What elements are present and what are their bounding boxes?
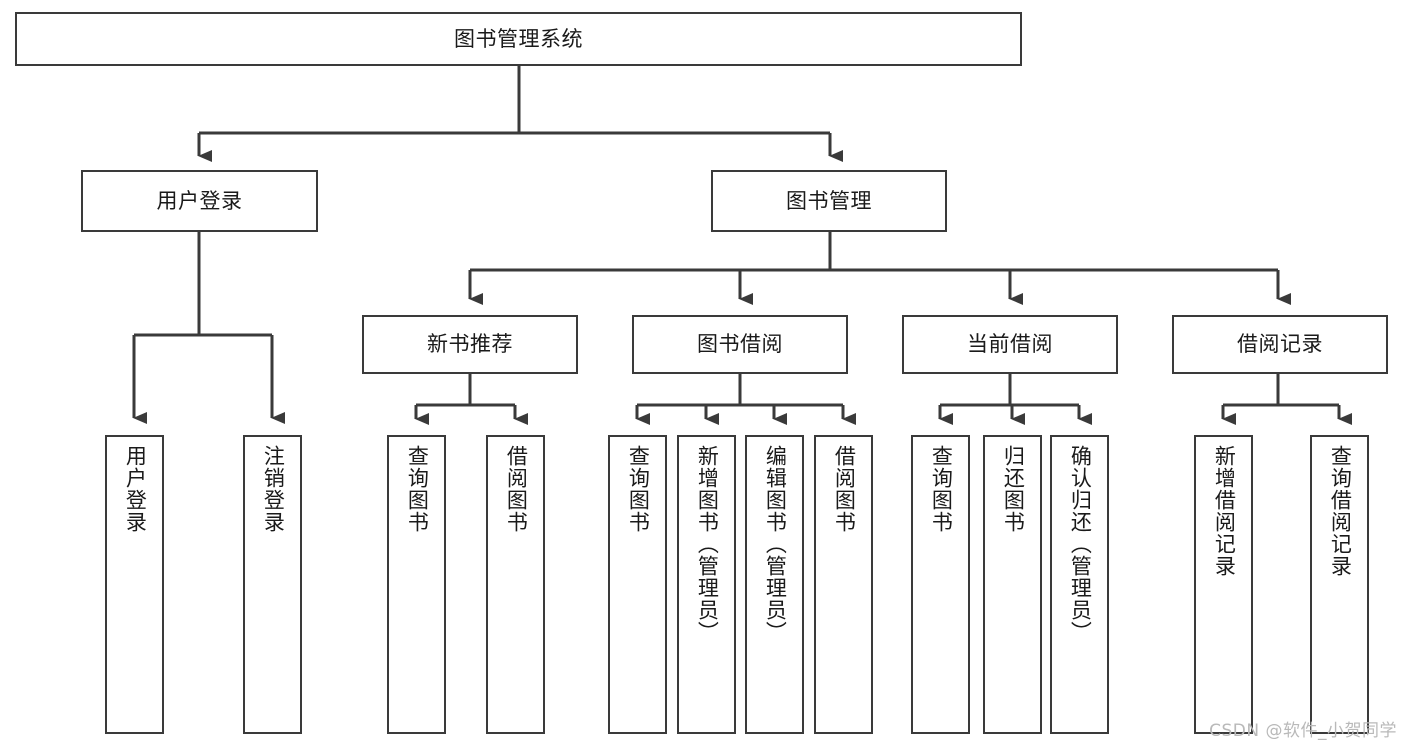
node-leaf-1-label: 注销登录 — [261, 445, 286, 533]
node-leaf-7-label: 借阅图书 — [832, 445, 857, 533]
node-leaf-11-label: 新增借阅记录 — [1212, 445, 1237, 577]
node-leaf-3[interactable]: 借阅图书 — [486, 435, 545, 734]
node-leaf-0-label: 用户登录 — [123, 445, 148, 533]
node-leaf-8[interactable]: 查询图书 — [911, 435, 970, 734]
node-level2-book-management[interactable]: 图书管理 — [711, 170, 947, 232]
node-leaf-9[interactable]: 归还图书 — [983, 435, 1042, 734]
node-level3-current-borrow-label: 当前借阅 — [967, 332, 1053, 357]
node-leaf-7[interactable]: 借阅图书 — [814, 435, 873, 734]
node-level3-borrow-record-label: 借阅记录 — [1237, 332, 1323, 357]
node-leaf-4-label: 查询图书 — [626, 445, 651, 533]
node-level2-user-login[interactable]: 用户登录 — [81, 170, 318, 232]
node-level2-book-management-label: 图书管理 — [786, 188, 872, 213]
node-leaf-1[interactable]: 注销登录 — [243, 435, 302, 734]
node-leaf-4[interactable]: 查询图书 — [608, 435, 667, 734]
node-leaf-12-label: 查询借阅记录 — [1328, 445, 1353, 577]
node-level2-user-login-label: 用户登录 — [156, 188, 243, 213]
node-leaf-12[interactable]: 查询借阅记录 — [1310, 435, 1369, 734]
node-root[interactable]: 图书管理系统 — [15, 12, 1022, 66]
node-leaf-5-label: 新增图书（管理员） — [695, 445, 720, 643]
node-leaf-2-label: 查询图书 — [405, 445, 430, 533]
node-leaf-11[interactable]: 新增借阅记录 — [1194, 435, 1253, 734]
node-leaf-2[interactable]: 查询图书 — [387, 435, 446, 734]
node-leaf-6[interactable]: 编辑图书（管理员） — [745, 435, 804, 734]
node-level3-borrow-record[interactable]: 借阅记录 — [1172, 315, 1388, 374]
node-leaf-10[interactable]: 确认归还（管理员） — [1050, 435, 1109, 734]
node-leaf-3-label: 借阅图书 — [504, 445, 529, 533]
node-leaf-9-label: 归还图书 — [1001, 445, 1026, 533]
node-level3-new-book-recommend[interactable]: 新书推荐 — [362, 315, 578, 374]
node-leaf-8-label: 查询图书 — [929, 445, 954, 533]
node-leaf-5[interactable]: 新增图书（管理员） — [677, 435, 736, 734]
node-root-label: 图书管理系统 — [454, 26, 583, 51]
csdn-watermark: CSDN @软件_小贺同学 — [1209, 721, 1397, 741]
node-leaf-6-label: 编辑图书（管理员） — [763, 445, 788, 643]
node-level3-new-book-recommend-label: 新书推荐 — [427, 332, 513, 357]
node-level3-book-borrow-label: 图书借阅 — [697, 332, 783, 357]
node-leaf-0[interactable]: 用户登录 — [105, 435, 164, 734]
node-level3-book-borrow[interactable]: 图书借阅 — [632, 315, 848, 374]
node-leaf-10-label: 确认归还（管理员） — [1068, 445, 1093, 643]
node-level3-current-borrow[interactable]: 当前借阅 — [902, 315, 1118, 374]
